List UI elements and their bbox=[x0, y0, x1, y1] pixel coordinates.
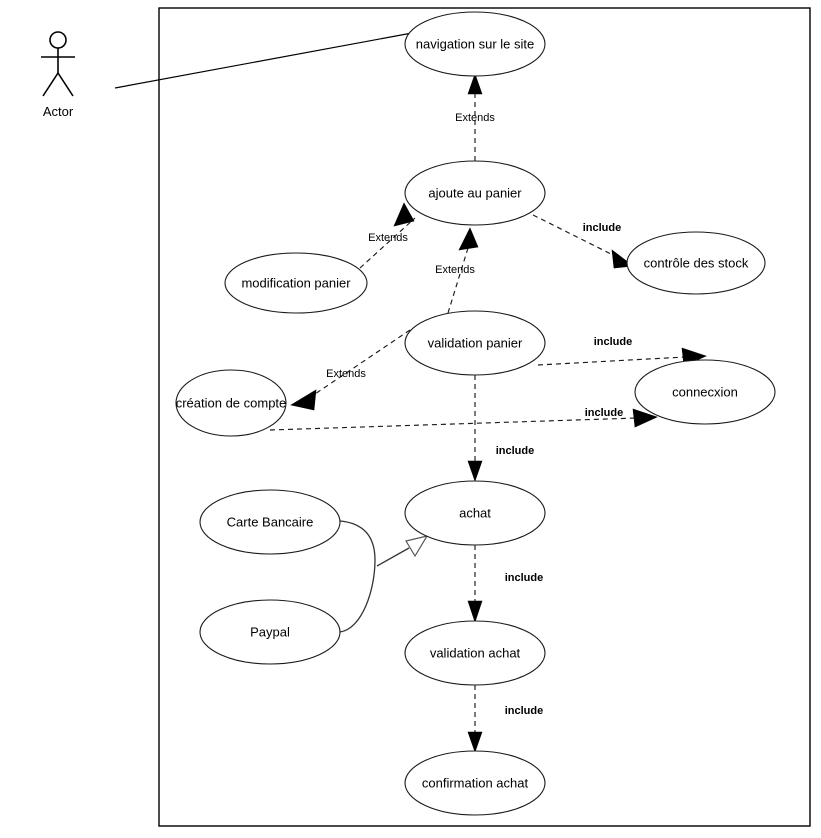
payment-group-bracket bbox=[339, 520, 376, 633]
include-label-validationp-achat: include bbox=[496, 445, 535, 457]
extends-line-modification-ajoute bbox=[359, 217, 416, 269]
extends-label-modification-ajoute: Extends bbox=[368, 232, 408, 244]
include-line-creation-connecxion bbox=[269, 417, 638, 431]
use-case-creation-de-compte[interactable]: création de compte bbox=[175, 369, 287, 437]
use-case-ellipse bbox=[404, 480, 546, 546]
use-case-label: modification panier bbox=[241, 275, 351, 290]
use-case-label: Paypal bbox=[250, 624, 290, 639]
use-case-ajoute-au-panier[interactable]: ajoute au panier bbox=[404, 160, 546, 226]
include-label-validationa-confirmation: include bbox=[505, 705, 544, 717]
use-case-ellipse bbox=[199, 599, 341, 665]
use-case-label: connecxion bbox=[672, 384, 738, 399]
use-case-validation-panier[interactable]: validation panier bbox=[404, 310, 546, 376]
use-case-ellipse bbox=[404, 11, 546, 77]
include-label-creation-connecxion: include bbox=[585, 407, 624, 419]
use-case-ellipse bbox=[404, 620, 546, 686]
use-case-ellipse bbox=[404, 160, 546, 226]
extends-arrowhead-creation bbox=[290, 389, 317, 411]
use-case-confirmation-achat[interactable]: confirmation achat bbox=[404, 750, 546, 816]
rel-validationp-ajoute: Extends bbox=[435, 227, 479, 314]
use-case-label: achat bbox=[459, 505, 491, 520]
include-label-validationp-connecxion: include bbox=[594, 336, 633, 348]
rel-payment-achat bbox=[339, 520, 429, 633]
include-arrowhead-achat bbox=[467, 460, 483, 482]
use-case-label: confirmation achat bbox=[422, 775, 529, 790]
include-arrowhead-confirmation bbox=[467, 731, 483, 753]
use-case-navigation[interactable]: navigation sur le site bbox=[404, 11, 546, 77]
use-case-label: création de compte bbox=[176, 395, 287, 410]
rel-validationa-confirmation: include bbox=[467, 685, 544, 753]
actor-right-leg-line bbox=[57, 72, 74, 97]
use-case-ellipse bbox=[175, 369, 287, 437]
use-case-carte-bancaire[interactable]: Carte Bancaire bbox=[199, 489, 341, 555]
use-case-paypal[interactable]: Paypal bbox=[199, 599, 341, 665]
use-case-ellipse bbox=[224, 252, 368, 314]
use-case-label: navigation sur le site bbox=[416, 36, 535, 51]
use-case-achat[interactable]: achat bbox=[404, 480, 546, 546]
include-line-ajoute-stock bbox=[532, 214, 622, 260]
generalization-arrowhead-achat bbox=[405, 535, 429, 558]
rel-ajoute-navigation: Extends bbox=[455, 73, 495, 161]
extends-arrowhead-ajoute-left bbox=[393, 202, 415, 227]
system-boundary-box bbox=[158, 7, 811, 827]
extends-arrowhead-navigation bbox=[467, 73, 483, 95]
use-case-ellipse bbox=[199, 489, 341, 555]
include-label-ajoute-stock: include bbox=[583, 222, 622, 234]
include-arrowhead-connecxion-lower bbox=[632, 408, 658, 428]
actor-head-icon bbox=[49, 31, 67, 49]
use-case-label: Carte Bancaire bbox=[227, 514, 314, 529]
use-case-ellipse bbox=[634, 359, 776, 425]
rel-ajoute-stock: include bbox=[532, 214, 634, 269]
rel-achat-validationa: include bbox=[467, 545, 544, 623]
extends-label-validationp-creation: Extends bbox=[326, 368, 366, 380]
extends-line-validationp-creation bbox=[311, 329, 411, 397]
use-case-label: validation achat bbox=[430, 645, 521, 660]
use-case-modification-panier[interactable]: modification panier bbox=[224, 252, 368, 314]
include-line-validationp-connecxion bbox=[537, 356, 686, 366]
include-label-achat-validationa: include bbox=[505, 572, 544, 584]
extends-label-ajoute-navigation: Extends bbox=[455, 112, 495, 124]
use-case-label: contrôle des stock bbox=[644, 255, 749, 270]
use-case-ellipse bbox=[626, 231, 766, 295]
rel-modification-ajoute: Extends bbox=[359, 202, 416, 269]
use-case-label: ajoute au panier bbox=[428, 185, 522, 200]
use-case-connecxion[interactable]: connecxion bbox=[634, 359, 776, 425]
use-case-ellipse bbox=[404, 310, 546, 376]
actor-figure[interactable]: Actor bbox=[41, 31, 75, 119]
use-case-validation-achat[interactable]: validation achat bbox=[404, 620, 546, 686]
extends-line-validationp-ajoute bbox=[447, 247, 469, 314]
rel-validationp-achat: include bbox=[467, 375, 535, 482]
use-case-label: validation panier bbox=[428, 335, 523, 350]
include-arrowhead-validationa bbox=[467, 600, 483, 623]
extends-label-validationp-ajoute: Extends bbox=[435, 264, 475, 276]
rel-validationp-creation: Extends bbox=[290, 329, 411, 411]
actor-left-leg-line bbox=[42, 72, 59, 97]
rel-creation-connecxion: include bbox=[269, 407, 658, 431]
association-actor-navigation bbox=[114, 32, 413, 89]
use-case-controle-des-stock[interactable]: contrôle des stock bbox=[626, 231, 766, 295]
use-case-ellipse bbox=[404, 750, 546, 816]
extends-arrowhead-ajoute-bottom bbox=[458, 227, 479, 251]
actor-label: Actor bbox=[43, 104, 74, 119]
generalization-line-payment-achat bbox=[376, 547, 410, 567]
